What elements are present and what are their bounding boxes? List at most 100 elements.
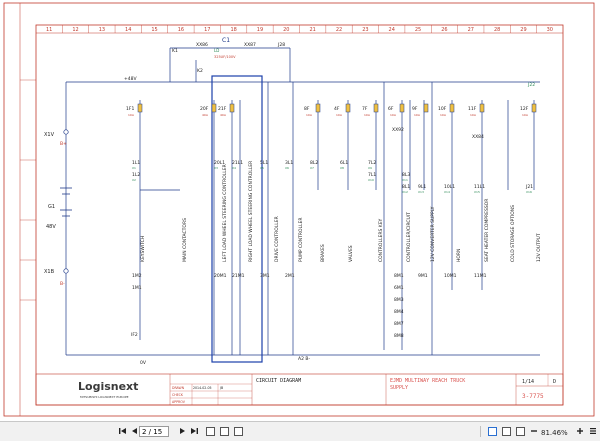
column-number: 12 [72, 27, 78, 33]
c1-code: LD [214, 48, 219, 53]
fuse-id: 6F [388, 106, 394, 112]
wire-label-code: X2 [132, 178, 136, 182]
fuse-id: 8F [304, 106, 310, 112]
function-label: VALVES [348, 245, 354, 262]
last-page-button[interactable] [188, 425, 200, 437]
pdf-viewer-toolbar: 81.46% [0, 421, 600, 441]
x1b-label: X1B [44, 269, 55, 275]
fit-width-icon [501, 426, 511, 436]
wire-label-id: 8L2 [310, 160, 318, 166]
check-row-label: CHECK [172, 393, 184, 397]
page-number-input[interactable] [139, 426, 169, 437]
wire-label-id: 6L1 [340, 160, 348, 166]
wire-label-id: 1L2 [132, 172, 140, 178]
component-label: 10M1 [444, 273, 457, 279]
column-number: 11 [46, 27, 52, 33]
wire-label-code: X11 [402, 178, 408, 182]
column-number: 24 [389, 27, 395, 33]
column-number: 29 [520, 27, 526, 33]
fit-page-icon [487, 426, 497, 436]
menu-icon [590, 428, 596, 434]
zoom-out-icon [531, 430, 537, 432]
wire-label-code: X15 [474, 190, 480, 194]
wire-label-id: 9L1 [418, 184, 426, 190]
component-label: 8M7 [394, 321, 404, 327]
wire-label-code: X1 [132, 166, 136, 170]
function-label: MAIN CONTACTORS [182, 218, 188, 262]
column-number: 28 [494, 27, 500, 33]
column-number: 20 [283, 27, 289, 33]
wire-label-code: X8 [340, 166, 344, 170]
approv-row-label: APPROV [172, 400, 186, 404]
fuse-rating: 10A [128, 113, 135, 117]
sheet-number: 1/14 [522, 379, 534, 385]
next-page-button[interactable] [176, 425, 188, 437]
previous-page-button[interactable] [129, 425, 141, 437]
wire-label-id: 1L1 [132, 160, 140, 166]
zoom-out-button[interactable] [528, 425, 540, 437]
component-label: 1M1 [132, 285, 142, 291]
component-label: 11M1 [474, 273, 487, 279]
wire-label-code: X5 [260, 166, 264, 170]
save-button[interactable] [218, 425, 230, 437]
column-number: 22 [336, 27, 342, 33]
fuse-id: 21F [218, 106, 227, 112]
fuse-id: 20F [200, 106, 209, 112]
wire-label-code: X16 [526, 190, 532, 194]
previous-page-icon [132, 428, 137, 434]
first-page-button[interactable] [117, 425, 129, 437]
wire-labels: 1L1X11L2X220L1X321L1X45L1X53L1X68L2X76L1… [132, 160, 533, 194]
48v-label: 48V [46, 224, 56, 230]
fit-width-button[interactable] [500, 425, 512, 437]
fit-page-button[interactable] [486, 425, 498, 437]
last-page-icon [191, 428, 198, 434]
fuse-rating: 10A [414, 113, 421, 117]
column-number: 17 [204, 27, 210, 33]
column-number: 16 [178, 27, 184, 33]
xx92-label: XX92 [392, 127, 404, 133]
wire-label-code: X10 [368, 178, 374, 182]
fuse-rating: 40A [220, 113, 227, 117]
a2-b-minus-label: A2 B- [298, 356, 310, 362]
switch-if2-label: IF2 [131, 332, 138, 338]
wire-label-id: 5L1 [260, 160, 268, 166]
copy-button[interactable] [204, 425, 216, 437]
drawn-date: 2014-02-05 [193, 386, 212, 390]
function-label: 12V CONVERTER SUPPLY [430, 206, 436, 262]
zoom-in-button[interactable] [574, 425, 586, 437]
two-page-button[interactable] [514, 425, 526, 437]
wiring [65, 47, 540, 356]
fuse-id: 12F [520, 106, 529, 112]
component-label: 20M1 [214, 273, 227, 279]
x1v-label: X1V [44, 132, 55, 138]
component-label: 1M2 [132, 273, 142, 279]
print-button[interactable] [232, 425, 244, 437]
wire-label-id: 7L1 [368, 172, 376, 178]
menu-button[interactable] [587, 425, 599, 437]
xx86-label: XX86 [196, 42, 208, 48]
zoom-in-icon [577, 428, 583, 434]
xx87-label: XX87 [244, 42, 256, 48]
wire-label-id: 21L1 [232, 160, 243, 166]
page-border [3, 2, 595, 417]
fuse-rating: 10A [522, 113, 529, 117]
column-number: 19 [257, 27, 263, 33]
supply-48v-label: +48V [124, 76, 137, 82]
